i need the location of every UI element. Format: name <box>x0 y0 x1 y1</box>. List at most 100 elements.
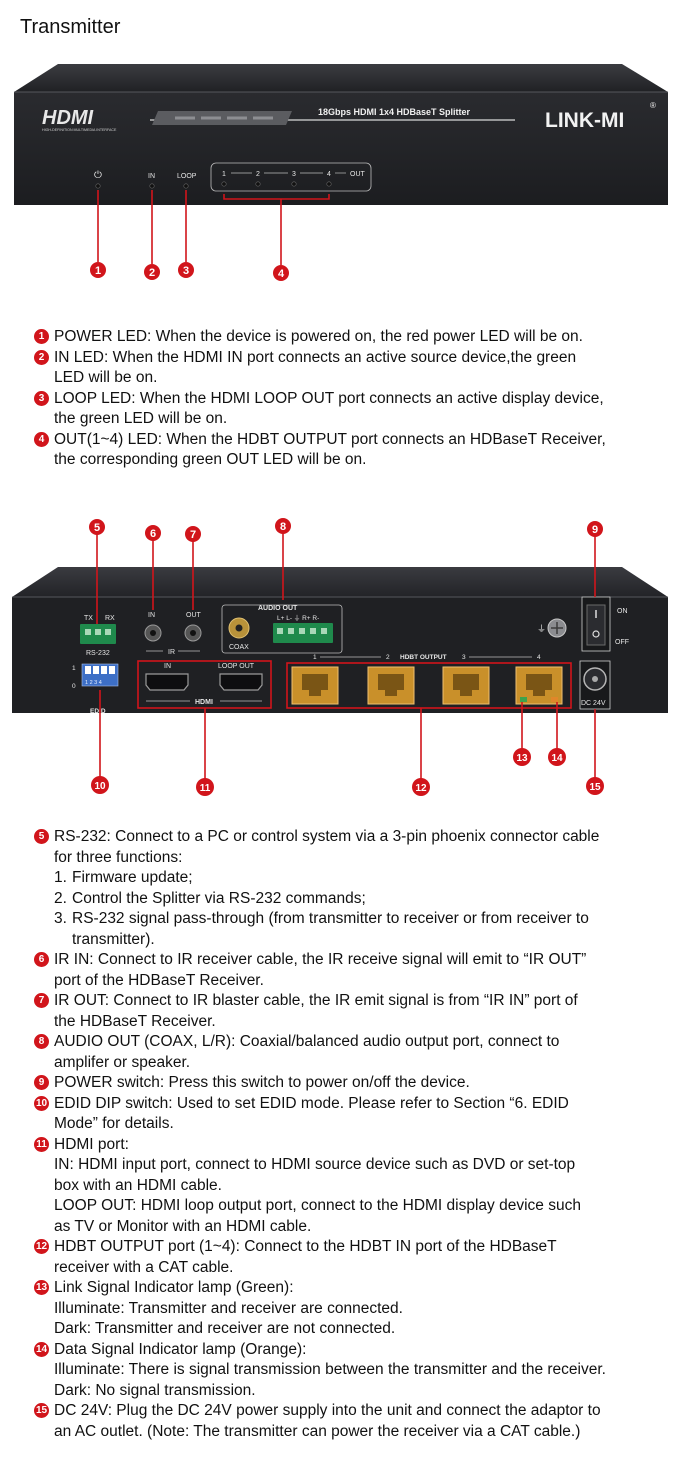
desc-line: the green LED will be on. <box>54 410 228 427</box>
list-number: 2. <box>54 889 67 907</box>
coax-label: COAX <box>229 644 249 651</box>
rear-descriptions: 5 RS-232: Connect to a PC or control sys… <box>34 827 674 1442</box>
svg-text:15: 15 <box>589 782 601 793</box>
svg-text:2: 2 <box>149 267 155 279</box>
desc-item-10: 10 EDID DIP switch: Used to set EDID mod… <box>34 1094 674 1135</box>
desc-line: the corresponding green OUT LED will be … <box>54 451 367 468</box>
desc-badge: 11 <box>34 1136 49 1152</box>
desc-line: as TV or Monitor with an HDMI cable. <box>54 1217 312 1235</box>
svg-text:5: 5 <box>94 522 100 534</box>
desc-line: Firmware update; <box>72 869 193 886</box>
svg-text:1: 1 <box>95 265 101 277</box>
desc-line: LED will be on. <box>54 369 158 386</box>
desc-line: DC 24V: Plug the DC 24V power supply int… <box>54 1402 601 1419</box>
in-led <box>149 183 155 189</box>
dip-label-1: 1 <box>72 665 76 672</box>
desc-item-14: 14 Data Signal Indicator lamp (Orange): … <box>34 1340 674 1402</box>
model-text: 18Gbps HDMI 1x4 HDBaseT Splitter <box>318 107 471 117</box>
desc-line: EDID DIP switch: Used to set EDID mode. … <box>54 1094 569 1112</box>
out-label-2: 2 <box>256 171 260 178</box>
desc-line: receiver with a CAT cable. <box>54 1258 234 1276</box>
desc-line: LOOP LED: When the HDMI LOOP OUT port co… <box>54 389 604 407</box>
hdbt-port-label-4: 4 <box>537 654 541 661</box>
desc-item-15: 15 DC 24V: Plug the DC 24V power supply … <box>34 1401 674 1442</box>
desc-line: Illuminate: There is signal transmission… <box>54 1361 606 1378</box>
switch-on-label: ON <box>617 608 628 615</box>
ir-in-label: IN <box>148 612 155 619</box>
hdbt-output-label: HDBT OUTPUT <box>400 654 447 661</box>
desc-line: POWER LED: When the device is powered on… <box>54 328 583 345</box>
front-callout-1: 1 <box>90 262 106 278</box>
front-callout-4: 4 <box>273 265 289 281</box>
svg-text:12: 12 <box>415 783 427 794</box>
rear-callout-14: 14 <box>548 748 566 766</box>
desc-line: transmitter). <box>72 930 155 948</box>
desc-line: IR OUT: Connect to IR blaster cable, the… <box>54 992 578 1009</box>
rear-callout-8: 8 <box>275 518 291 534</box>
desc-line: Control the Splitter via RS-232 commands… <box>72 889 366 907</box>
svg-text:8: 8 <box>280 521 286 533</box>
front-panel-figure: HDMI HIGH-DEFINITION MULTIMEDIA INTERFAC… <box>14 64 668 281</box>
desc-item-4: 4 OUT(1~4) LED: When the HDBT OUTPUT por… <box>34 430 674 471</box>
hdmi-in-port[interactable] <box>145 673 189 691</box>
front-device-top <box>14 64 668 92</box>
hdmi-loop-out-port[interactable] <box>219 673 263 691</box>
brand-logo: LINK-MI <box>545 109 624 132</box>
audio-out-group <box>221 604 343 654</box>
dip-label-0: 0 <box>72 683 76 690</box>
data-indicator-lamp <box>551 697 558 702</box>
list-number: 1. <box>54 869 67 886</box>
edid-label: EDID <box>90 708 106 715</box>
desc-line: Data Signal Indicator lamp (Orange): <box>54 1340 307 1358</box>
desc-badge: 3 <box>34 390 49 406</box>
desc-badge: 10 <box>34 1095 49 1111</box>
hdbt-port-1[interactable] <box>291 666 339 705</box>
hdbt-port-2[interactable] <box>367 666 415 705</box>
rs232-tx-label: TX <box>84 615 93 622</box>
rear-callout-13: 13 <box>513 748 531 766</box>
dip-numbers: 1 2 3 4 <box>85 680 102 686</box>
audio-pins-label: L+ L- ⏚ R+ R- <box>277 614 319 622</box>
rs232-functions-list: 1. Firmware update; 2. Control the Split… <box>54 868 674 950</box>
svg-text:HDMI: HDMI <box>42 107 94 129</box>
page-title: Transmitter <box>20 16 121 38</box>
dc-label: DC 24V <box>581 700 606 707</box>
ground-icon: ⏚ <box>537 624 546 634</box>
rear-panel-figure: TX RX RS-232 IN OUT IR AUDIO OUT L+ L- ⏚… <box>12 518 668 796</box>
out-led-2 <box>255 181 261 187</box>
hdbt-port-label-1: 1 <box>313 654 317 661</box>
desc-item-3: 3 LOOP LED: When the HDMI LOOP OUT port … <box>34 389 674 430</box>
desc-line: port of the HDBaseT Receiver. <box>54 971 264 989</box>
svg-text:13: 13 <box>516 753 528 764</box>
desc-item-7: 7 IR OUT: Connect to IR blaster cable, t… <box>34 991 674 1032</box>
out-label-4: 4 <box>327 171 331 178</box>
loop-led <box>183 183 189 189</box>
out-label-3: 3 <box>292 171 296 178</box>
power-switch[interactable] <box>586 604 606 646</box>
front-device-face <box>14 92 668 205</box>
list-item: 2. Control the Splitter via RS-232 comma… <box>54 889 674 910</box>
desc-badge: 6 <box>34 952 49 967</box>
rear-callout-11: 11 <box>196 778 214 796</box>
desc-item-6: 6 IR IN: Connect to IR receiver cable, t… <box>34 950 674 991</box>
desc-line: OUT(1~4) LED: When the HDBT OUTPUT port … <box>54 430 606 448</box>
link-indicator-lamp <box>520 697 527 702</box>
desc-item-5: 5 RS-232: Connect to a PC or control sys… <box>34 827 674 950</box>
desc-badge: 14 <box>34 1341 49 1357</box>
desc-line: AUDIO OUT (COAX, L/R): Coaxial/balanced … <box>54 1033 560 1050</box>
list-number: 3. <box>54 910 67 927</box>
out-led-4 <box>326 181 332 187</box>
desc-item-8: 8 AUDIO OUT (COAX, L/R): Coaxial/balance… <box>34 1032 674 1073</box>
desc-badge: 9 <box>34 1075 49 1090</box>
hdmi-label: HDMI <box>195 699 213 706</box>
rear-callout-9: 9 <box>587 521 603 537</box>
rs232-rx-label: RX <box>105 615 115 622</box>
desc-item-13: 13 Link Signal Indicator lamp (Green): I… <box>34 1278 674 1340</box>
rear-callout-15: 15 <box>586 777 604 795</box>
hdmi-loop-out-label: LOOP OUT <box>218 663 255 670</box>
hdbt-port-3[interactable] <box>442 666 490 705</box>
ir-label: IR <box>168 649 175 656</box>
desc-line: Link Signal Indicator lamp (Green): <box>54 1279 294 1296</box>
front-descriptions: 1 POWER LED: When the device is powered … <box>34 327 674 471</box>
rear-callout-12: 12 <box>412 778 430 796</box>
